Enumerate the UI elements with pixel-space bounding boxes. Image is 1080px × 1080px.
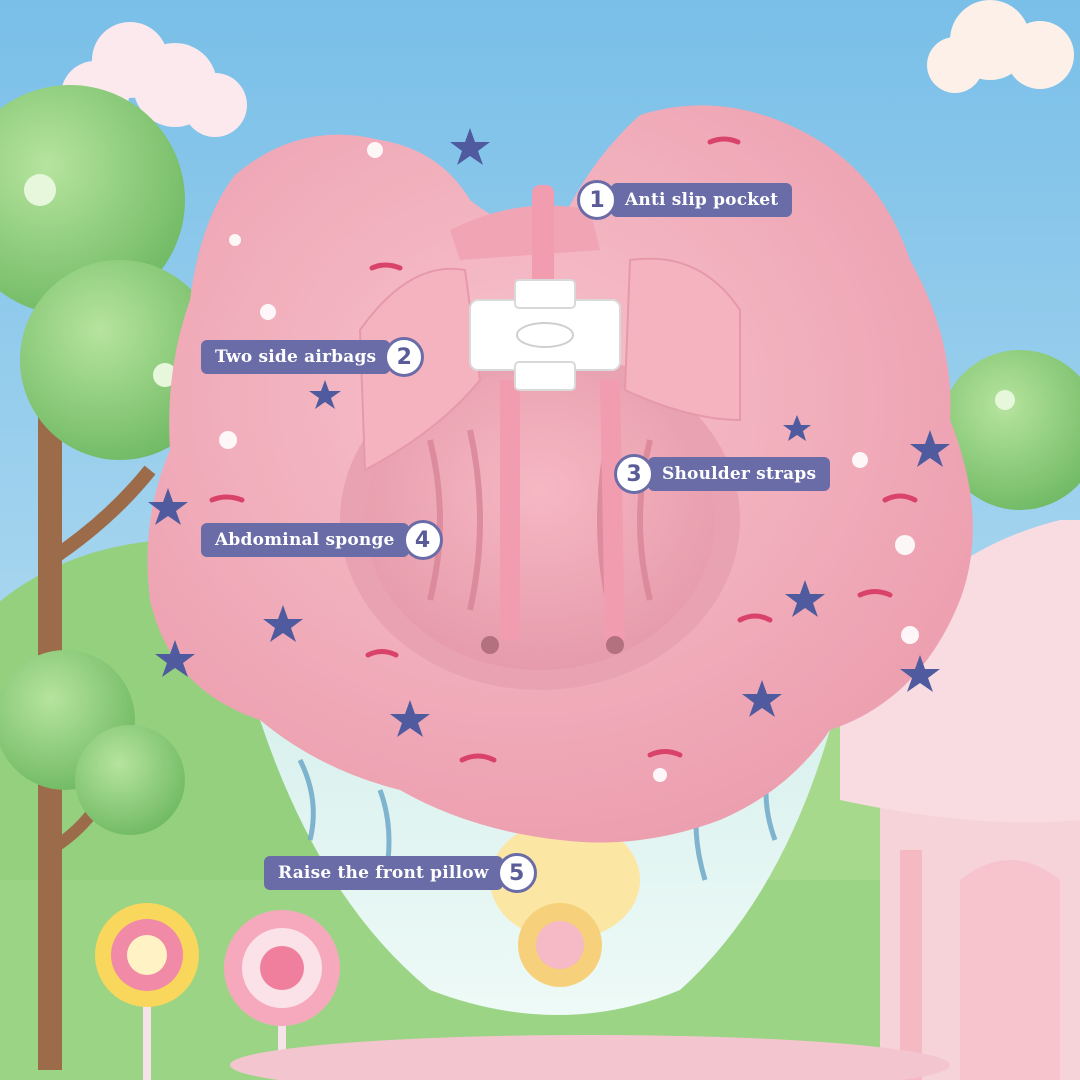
mermaid-pillow-emblem (490, 820, 640, 987)
callout-label: Two side airbags (201, 340, 391, 374)
callout-number: 1 (577, 180, 617, 220)
callout-label: Anti slip pocket (611, 183, 793, 217)
callout-number: 5 (496, 853, 537, 893)
callout-number: 3 (614, 454, 654, 494)
cloud-right (927, 0, 1074, 93)
callout-label: Raise the front pillow (264, 856, 503, 890)
callout-4: Abdominal sponge 4 (201, 520, 443, 560)
right-airbag (623, 257, 741, 422)
callout-3: 3 Shoulder straps (614, 454, 831, 494)
callout-number: 4 (402, 520, 443, 560)
callout-2: Two side airbags 2 (201, 337, 425, 377)
left-airbag (358, 267, 482, 472)
buckle (469, 279, 621, 391)
callout-label: Shoulder straps (648, 457, 831, 491)
callout-label: Abdominal sponge (201, 523, 409, 557)
callout-number: 2 (384, 337, 425, 377)
callout-1: 1 Anti slip pocket (577, 180, 793, 220)
callout-5: Raise the front pillow 5 (264, 853, 537, 893)
star-decorations (148, 128, 950, 737)
